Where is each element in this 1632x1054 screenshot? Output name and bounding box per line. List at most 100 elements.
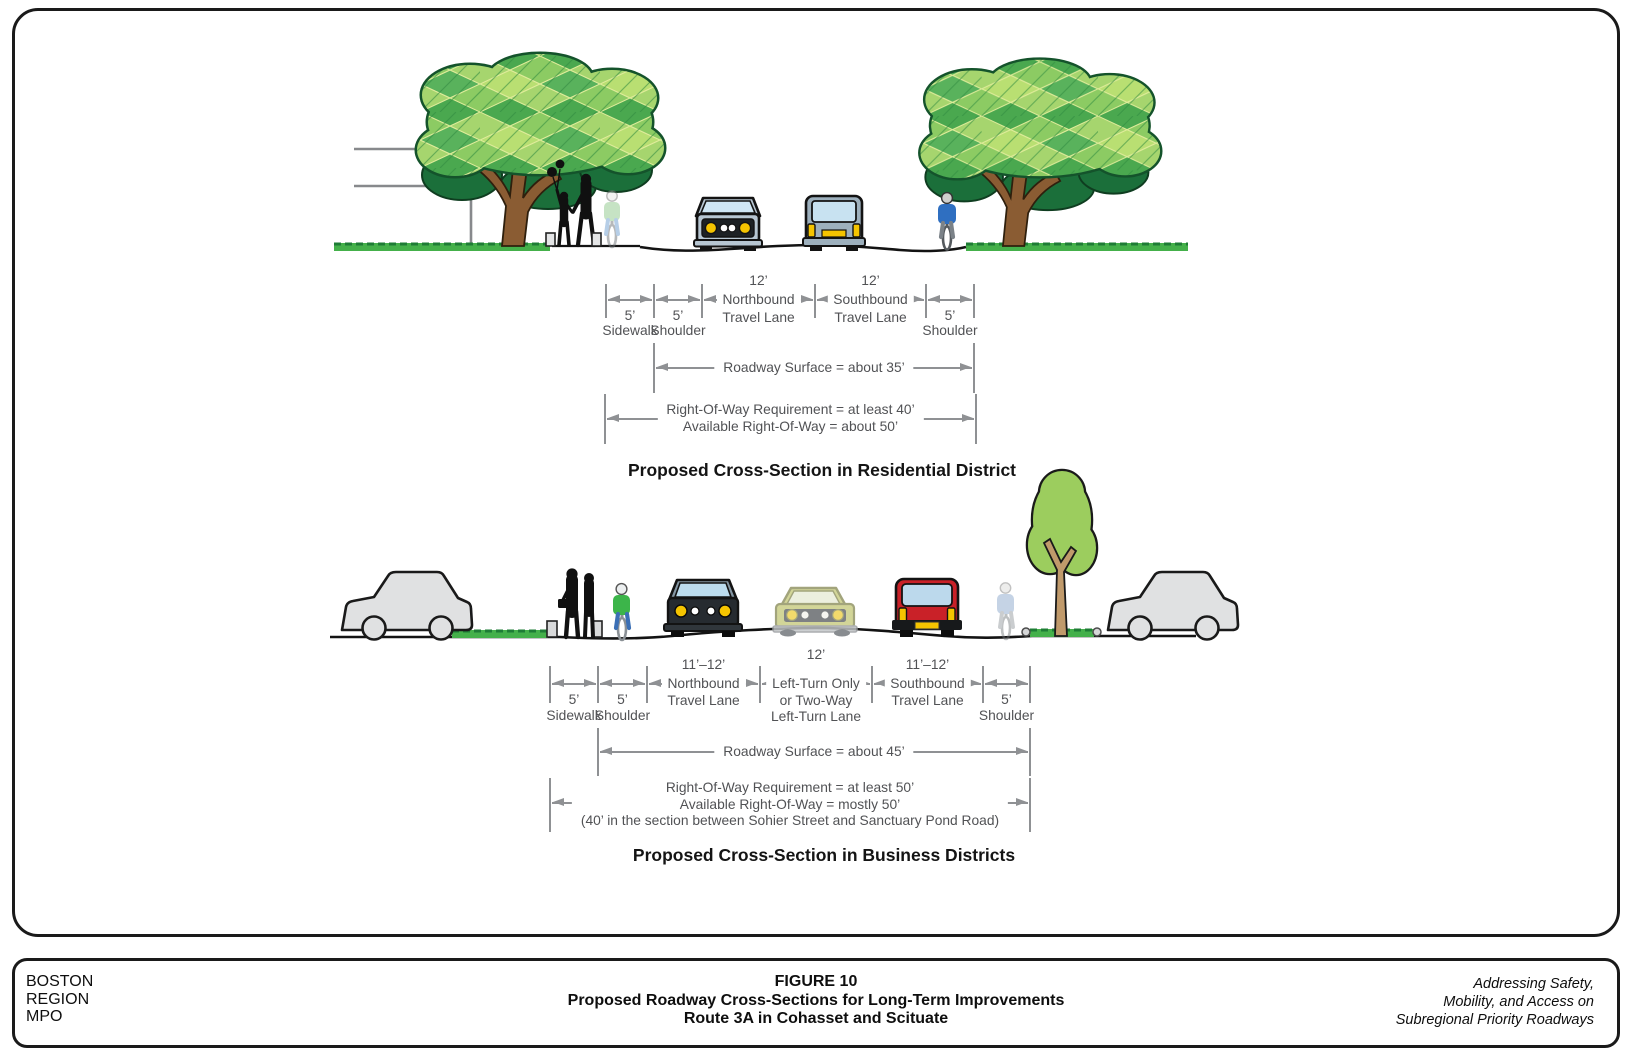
agency-line: MPO bbox=[26, 1008, 63, 1025]
lane-name-label: Travel Lane bbox=[722, 310, 795, 325]
arrowhead-left-icon bbox=[553, 798, 564, 806]
lane-width-label: 12’ bbox=[861, 273, 880, 288]
arrowhead-right-icon bbox=[960, 295, 971, 303]
lane-name-label: or Two-Way bbox=[779, 693, 853, 708]
dimension-tick bbox=[549, 778, 551, 832]
dimension-tick bbox=[973, 284, 975, 318]
dimension-tick bbox=[982, 666, 984, 703]
arrowhead-left-icon bbox=[875, 679, 886, 687]
figure-caption: FIGURE 10 Proposed Roadway Cross-Section… bbox=[568, 973, 1065, 1029]
segment-name-label: Sidewalk bbox=[602, 323, 658, 338]
dimension-line bbox=[600, 683, 645, 685]
dimension-line bbox=[656, 299, 700, 301]
agency-name: BOSTON REGION MPO bbox=[26, 973, 93, 1026]
dimension-note: Right-Of-Way Requirement = at least 40’A… bbox=[657, 402, 924, 435]
arrowhead-right-icon bbox=[1016, 747, 1027, 755]
segment-name-label: Sidewalk bbox=[546, 708, 602, 723]
tagline-line: Addressing Safety, bbox=[1473, 976, 1594, 992]
segment-width-label: 5’ bbox=[672, 308, 684, 323]
dimension-tick bbox=[1029, 778, 1031, 832]
residential-section-title: Proposed Cross-Section in Residential Di… bbox=[628, 460, 1016, 480]
dimension-note-line: Right-Of-Way Requirement = at least 50’ bbox=[665, 780, 915, 795]
dimension-note-line: Available Right-Of-Way = mostly 50’ bbox=[679, 796, 901, 812]
arrowhead-left-icon bbox=[650, 679, 661, 687]
arrowhead-left-icon bbox=[986, 679, 997, 687]
arrowhead-left-icon bbox=[601, 679, 612, 687]
arrowhead-right-icon bbox=[1016, 679, 1027, 687]
dimension-tick bbox=[653, 343, 655, 393]
dimension-note: Roadway Surface = about 35’ bbox=[714, 360, 914, 377]
dimension-tick bbox=[653, 284, 655, 318]
dimension-note: Roadway Surface = about 45’ bbox=[714, 744, 914, 761]
arrowhead-right-icon bbox=[688, 295, 699, 303]
lane-name-label: Northbound bbox=[716, 292, 801, 308]
segment-name-label: Shoulder bbox=[978, 708, 1035, 723]
lane-name-label: Travel Lane bbox=[834, 310, 907, 325]
tagline-line: Mobility, and Access on bbox=[1443, 994, 1594, 1010]
arrowhead-right-icon bbox=[633, 679, 644, 687]
lane-name-label: Southbound bbox=[827, 292, 914, 308]
lane-name-label: Southbound bbox=[884, 676, 971, 692]
arrowhead-right-icon bbox=[640, 295, 651, 303]
arrowhead-left-icon bbox=[929, 295, 940, 303]
figure-title-line: Proposed Roadway Cross-Sections for Long… bbox=[567, 991, 1065, 1009]
dimension-tick bbox=[701, 284, 703, 318]
lane-name-label: Northbound bbox=[661, 676, 746, 692]
segment-name-label: Shoulder bbox=[650, 323, 706, 338]
arrowhead-right-icon bbox=[969, 679, 980, 687]
dimension-line bbox=[608, 299, 652, 301]
dimension-tick bbox=[549, 666, 551, 703]
dimension-tick bbox=[646, 666, 648, 703]
lane-width-label: 12’ bbox=[749, 273, 768, 288]
arrowhead-left-icon bbox=[705, 295, 716, 303]
segment-name-label: Shoulder bbox=[594, 708, 651, 723]
arrowhead-right-icon bbox=[962, 414, 973, 422]
arrowhead-left-icon bbox=[818, 295, 829, 303]
business-section-title: Proposed Cross-Section in Business Distr… bbox=[632, 845, 1016, 865]
dimension-line bbox=[985, 683, 1028, 685]
dimension-note-line: (40’ in the section between Sohier Stree… bbox=[580, 813, 1000, 828]
dimension-note-line: Roadway Surface = about 35’ bbox=[723, 360, 905, 375]
arrowhead-right-icon bbox=[584, 679, 595, 687]
lane-width-label: 11’–12’ bbox=[681, 657, 726, 672]
lane-width-label: 12’ bbox=[806, 647, 826, 662]
arrowhead-left-icon bbox=[657, 363, 668, 371]
arrowhead-right-icon bbox=[746, 679, 757, 687]
dimension-line bbox=[552, 683, 596, 685]
arrowhead-left-icon bbox=[601, 747, 612, 755]
dimension-tick bbox=[759, 666, 761, 703]
dimension-tick bbox=[1029, 728, 1031, 776]
arrowhead-left-icon bbox=[657, 295, 668, 303]
segment-width-label: 5’ bbox=[1001, 692, 1012, 707]
lane-name-label: Left-Turn Only bbox=[766, 676, 866, 692]
lane-name-label: Travel Lane bbox=[667, 693, 740, 708]
dimension-line bbox=[928, 299, 972, 301]
lane-name-label: Left-Turn Lane bbox=[771, 708, 861, 724]
segment-width-label: 5’ bbox=[944, 308, 956, 323]
dimension-tick bbox=[925, 284, 927, 318]
arrowhead-left-icon bbox=[608, 414, 619, 422]
lane-name-label: Travel Lane bbox=[891, 693, 964, 708]
segment-width-label: 5’ bbox=[568, 692, 580, 707]
dimension-tick bbox=[605, 284, 607, 318]
program-tagline: Addressing Safety, Mobility, and Access … bbox=[1396, 975, 1594, 1029]
dimension-tick bbox=[975, 394, 977, 444]
agency-line: BOSTON bbox=[26, 973, 94, 990]
dimension-tick bbox=[597, 666, 599, 703]
segment-name-label: Shoulder bbox=[922, 323, 978, 338]
figure-number: FIGURE 10 bbox=[774, 973, 858, 990]
arrowhead-right-icon bbox=[801, 295, 812, 303]
arrowhead-right-icon bbox=[912, 295, 923, 303]
agency-line: REGION bbox=[26, 990, 90, 1008]
dimension-tick bbox=[604, 394, 606, 444]
segment-width-label: 5’ bbox=[624, 308, 636, 323]
dimension-tick bbox=[871, 666, 873, 703]
lane-width-label: 11’–12’ bbox=[905, 657, 950, 672]
dimension-note: Right-Of-Way Requirement = at least 50’A… bbox=[571, 780, 1009, 830]
dimension-tick bbox=[597, 728, 599, 776]
arrowhead-right-icon bbox=[960, 363, 971, 371]
dimension-note-line: Available Right-Of-Way = about 50’ bbox=[682, 418, 899, 434]
arrowhead-left-icon bbox=[553, 679, 564, 687]
